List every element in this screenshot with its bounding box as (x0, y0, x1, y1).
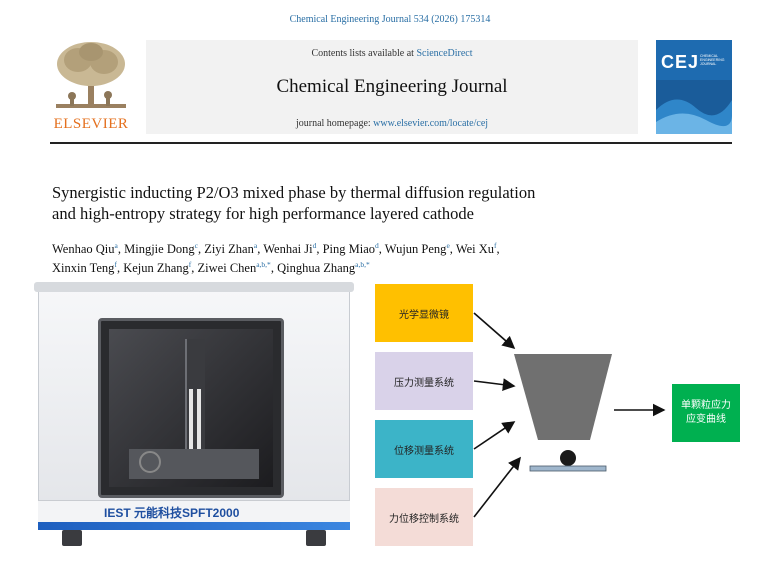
author-name[interactable]: Ping Miao (322, 242, 375, 256)
instrument-rod (189, 389, 193, 449)
sciencedirect-link[interactable]: ScienceDirect (416, 48, 473, 59)
journal-header: ELSEVIER Contents lists available at Sci… (50, 40, 732, 140)
homepage-prefix: journal homepage: (295, 118, 374, 129)
author-affiliation[interactable]: d (312, 240, 317, 250)
author-affiliation[interactable]: a (114, 240, 118, 250)
homepage-link[interactable]: www.elsevier.com/locate/cej (373, 118, 489, 129)
cover-artwork (656, 80, 732, 134)
article-title-line-1: Synergistic inducting P2/O3 mixed phase … (52, 183, 536, 202)
result-line-1: 单颗粒应力 (681, 400, 731, 411)
author-affiliation[interactable]: a (253, 240, 258, 250)
author-name[interactable]: Wenhai Ji (263, 242, 313, 256)
indenter-icon (514, 354, 612, 440)
cover-subtitle: CHEMICAL ENGINEERING JOURNAL (700, 54, 725, 66)
instrument-foot (62, 530, 82, 546)
author-affiliation[interactable]: e (446, 240, 450, 250)
instrument-knob (139, 451, 161, 473)
instrument-foot (306, 530, 326, 546)
optical-microscope-box: 光学显微镜 (375, 284, 473, 342)
result-line-2: 应变曲线 (686, 414, 726, 425)
instrument-stripe (38, 522, 350, 530)
journal-info-panel: Contents lists available at ScienceDirec… (146, 40, 638, 134)
cover-abbrev: CEJ (661, 52, 700, 72)
author-list: Wenhao Qiua, Mingjie Dongc, Ziyi Zhana, … (52, 240, 500, 275)
instrument-brand: IEST 元能科技SPFT2000 (104, 506, 240, 520)
author-name[interactable]: Ziyi Zhan (204, 242, 254, 256)
pressure-system-box: 压力测量系统 (375, 352, 473, 410)
arrow-displacement (473, 421, 516, 450)
citation-line: Chemical Engineering Journal 534 (2026) … (289, 14, 491, 25)
author-affiliation[interactable]: f (188, 259, 192, 269)
author-name[interactable]: Kejun Zhang (123, 261, 189, 275)
header-divider (50, 142, 732, 144)
author-affiliation[interactable]: f (114, 259, 117, 269)
stress-strain-result-box: 单颗粒应力 应变曲线 (672, 384, 740, 442)
instrument-chamber (109, 329, 273, 487)
author-affiliation[interactable]: a,b,* (256, 259, 271, 269)
elsevier-tree-icon (56, 42, 126, 108)
author-affiliation[interactable]: a,b,* (355, 259, 370, 269)
force-control-box: 力位移控制系统 (375, 488, 473, 546)
instrument-top (34, 282, 354, 292)
publisher-wordmark: ELSEVIER (53, 116, 129, 132)
journal-title: Chemical Engineering Journal (276, 76, 508, 97)
author-affiliation[interactable]: c (194, 240, 198, 250)
instrument-window (98, 318, 284, 498)
author-affiliation[interactable]: f (494, 240, 497, 250)
author-name[interactable]: Mingjie Dong (124, 242, 195, 256)
author-name[interactable]: Wujun Peng (384, 242, 447, 256)
instrument-rod (197, 389, 201, 449)
arrow-control (473, 456, 521, 518)
author-affiliation[interactable]: d (375, 240, 379, 250)
author-name[interactable]: Ziwei Chen (197, 261, 257, 275)
sample-stage-icon (529, 465, 607, 472)
author-name[interactable]: Xinxin Teng (52, 261, 115, 275)
article-title-line-2: and high-entropy strategy for high perfo… (52, 204, 474, 223)
graphical-figure: IEST 元能科技SPFT2000 光学显微镜 压力测量系统 位移测量系统 力位… (0, 282, 780, 573)
arrow-pressure (473, 378, 516, 391)
journal-cover[interactable]: CEJ CHEMICAL ENGINEERING JOURNAL (656, 40, 732, 134)
author-name[interactable]: Qinghua Zhang (277, 261, 356, 275)
contents-prefix: Contents lists available at (311, 48, 417, 59)
displacement-system-box: 位移测量系统 (375, 420, 473, 478)
homepage-line: journal homepage: www.elsevier.com/locat… (146, 118, 638, 129)
author-name[interactable]: Wei Xu (455, 242, 495, 256)
contents-line: Contents lists available at ScienceDirec… (146, 48, 638, 59)
author-name[interactable]: Wenhao Qiu (52, 242, 115, 256)
flow-diagram (473, 312, 666, 518)
spft2000-instrument: IEST 元能科技SPFT2000 (34, 282, 354, 552)
arrow-optical (473, 312, 516, 350)
particle-icon (560, 450, 576, 466)
elsevier-logo: ELSEVIER (50, 40, 132, 136)
article-title: Synergistic inducting P2/O3 mixed phase … (52, 182, 672, 224)
